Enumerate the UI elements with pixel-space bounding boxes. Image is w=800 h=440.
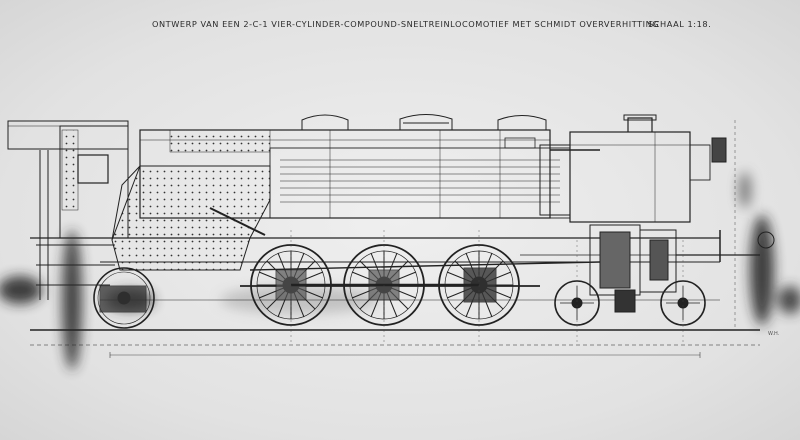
coupling-rod xyxy=(249,261,601,287)
smokebox xyxy=(539,114,736,330)
rail-line xyxy=(30,329,760,358)
boiler-domes xyxy=(301,114,547,130)
bogie-wheel-front xyxy=(554,280,600,326)
trailing-wheel xyxy=(93,267,155,329)
draftsman-stamp: W.H. xyxy=(768,331,780,337)
bogie-wheel-rear xyxy=(660,280,706,326)
dimension-marks xyxy=(290,230,684,345)
cab xyxy=(7,120,129,300)
boiler xyxy=(139,129,571,219)
drawing-title: ONTWERP VAN EEN 2-C-1 VIER-CYLINDER-COMP… xyxy=(152,19,660,29)
drawing-scale: SCHAAL 1:18. xyxy=(648,19,712,29)
paper-stains xyxy=(0,172,800,370)
cylinders xyxy=(589,224,775,313)
